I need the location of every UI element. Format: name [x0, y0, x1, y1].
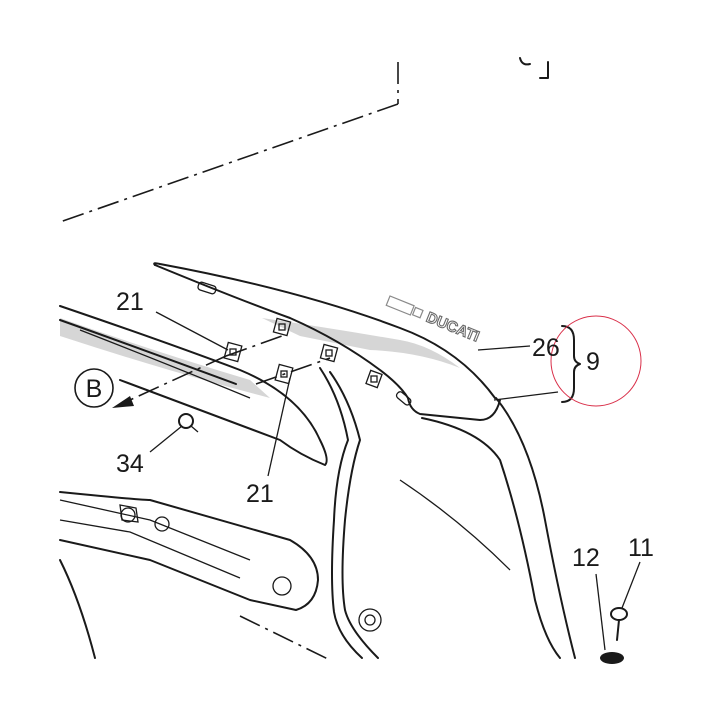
ducati-decal-text: DUCATI: [424, 309, 482, 346]
highlight-circle: [550, 315, 642, 407]
speed-nut-fasteners: [223, 317, 383, 389]
view-b-label: B: [86, 375, 103, 403]
speed-nut-5: [365, 369, 383, 389]
callout-21-upper: 21: [116, 288, 144, 316]
speed-nut-3: [274, 363, 294, 385]
upper-part-fragment: [519, 57, 549, 79]
speed-nut-1: [272, 317, 292, 337]
screw-34: [178, 413, 199, 433]
grommet-12: [600, 652, 624, 664]
view-b-marker: [74, 368, 114, 408]
callout-12: 12: [572, 544, 600, 572]
left-trim-strip: [59, 305, 328, 466]
callout-26: 26: [532, 334, 560, 362]
side-fairing: [319, 367, 576, 659]
reference-lines: [59, 62, 399, 661]
callout-9: 9: [586, 348, 600, 376]
group-brace: [561, 325, 581, 403]
view-b-arrow: [112, 355, 227, 408]
callout-34: 34: [116, 450, 144, 478]
ducati-decal: DUCATI: [385, 295, 482, 346]
callout-11: 11: [628, 534, 654, 562]
speed-nut-4: [319, 343, 339, 363]
frame-bracket: [59, 491, 319, 659]
callout-21-lower: 21: [246, 480, 274, 508]
leader-lines: [149, 311, 641, 651]
speed-nut-2: [223, 341, 243, 363]
upper-fairing-panel: [153, 262, 501, 421]
screw-11: [610, 607, 628, 641]
